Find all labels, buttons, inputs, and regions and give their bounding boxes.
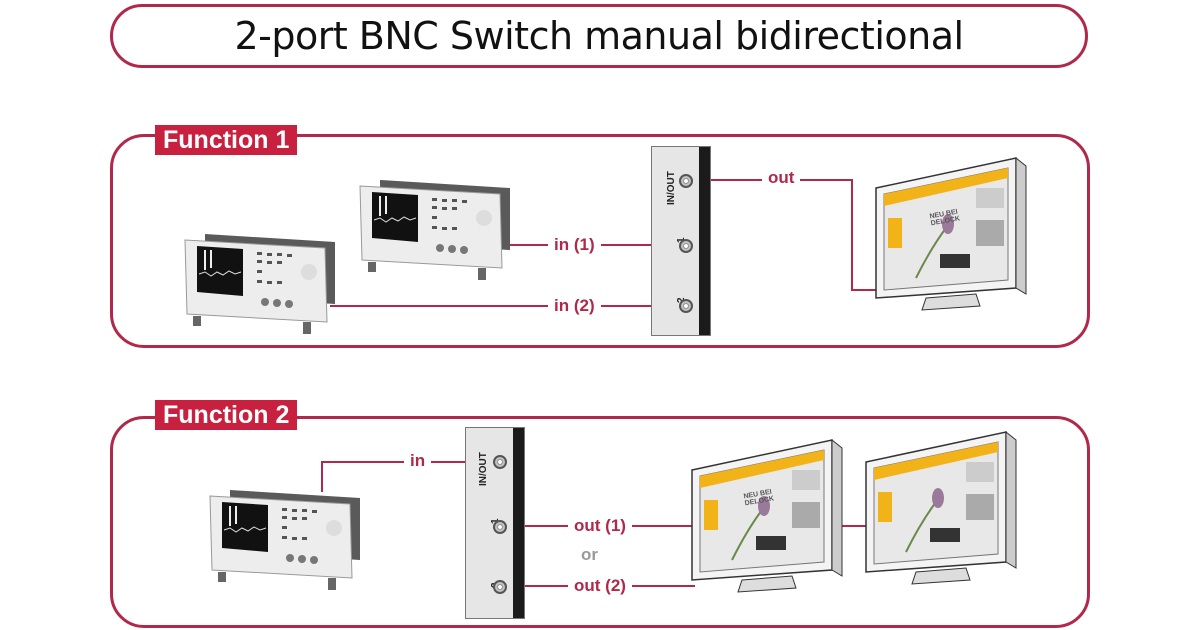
- bnc-connector-icon[interactable]: [679, 174, 693, 188]
- monitor-icon: [691, 439, 843, 593]
- monitor-icon: [875, 157, 1027, 311]
- switch-side-bar: [513, 428, 524, 618]
- bnc-connector-icon[interactable]: [679, 239, 693, 253]
- label-f2-or: or: [581, 545, 598, 564]
- oscilloscope-icon: [359, 179, 511, 281]
- function2-label: Function 2: [155, 400, 298, 430]
- bnc-switch-f1: IN/OUT 1 2: [651, 146, 711, 336]
- page-title: 2-port BNC Switch manual bidirectional: [234, 14, 964, 58]
- monitor-icon: [865, 431, 1017, 585]
- label-f1-in2: in (2): [548, 296, 601, 316]
- oscilloscope-icon: [184, 233, 336, 335]
- label-f2-out2: out (2): [568, 576, 632, 596]
- label-f1-in1: in (1): [548, 235, 601, 255]
- bnc-connector-icon[interactable]: [493, 455, 507, 469]
- function1-label: Function 1: [155, 125, 298, 155]
- title-banner: 2-port BNC Switch manual bidirectional: [110, 4, 1088, 68]
- bnc-connector-icon[interactable]: [493, 520, 507, 534]
- switch-side-bar: [699, 147, 710, 335]
- label-f2-out1: out (1): [568, 516, 632, 536]
- function1-panel: [110, 134, 1090, 348]
- function2-panel: [110, 416, 1090, 628]
- label-f2-in: in: [404, 451, 432, 471]
- bnc-switch-f2: IN/OUT 1 2: [465, 427, 525, 619]
- bnc-connector-icon[interactable]: [493, 580, 507, 594]
- bnc-connector-icon[interactable]: [679, 299, 693, 313]
- oscilloscope-icon: [209, 489, 361, 591]
- label-f1-out: out: [762, 168, 801, 188]
